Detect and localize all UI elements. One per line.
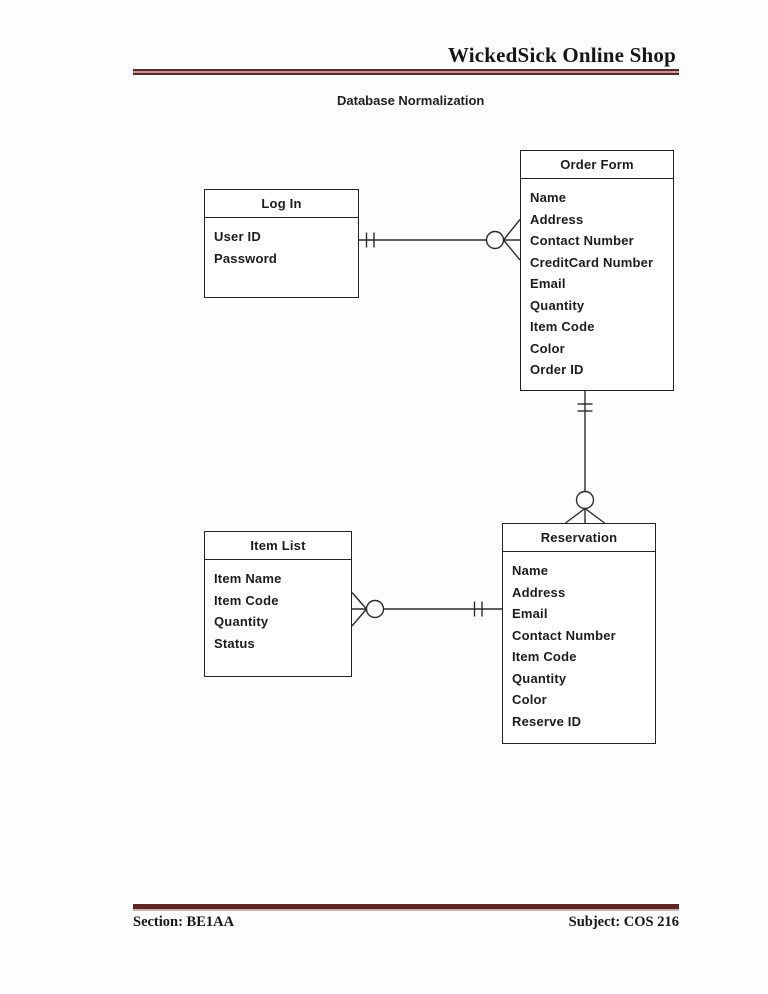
entity-attribute: Quantity <box>214 614 269 629</box>
diagram-title: Database Normalization <box>337 93 485 108</box>
entity-attribute: Color <box>512 692 547 707</box>
entity-attribute: Email <box>530 276 566 291</box>
page-header-title: WickedSick Online Shop <box>447 43 676 67</box>
page-footer: Section: BE1AA Subject: COS 216 <box>133 914 679 931</box>
entity-attribute: Email <box>512 606 548 621</box>
entity-attribute: Name <box>530 190 567 205</box>
entity-attribute: Item Name <box>214 571 282 586</box>
relationship-login-orderform <box>359 219 521 261</box>
entity-attribute: Address <box>530 211 584 227</box>
footer-divider-rule <box>133 904 679 911</box>
header-divider-rule <box>133 69 679 75</box>
relationship-orderform-reservation <box>565 391 605 524</box>
entity-attribute: Reserve ID <box>512 713 582 729</box>
zero-or-many-icon <box>351 592 385 627</box>
entity-attribute-list: User ID Password <box>205 218 358 269</box>
entity-title: Log In <box>205 190 358 218</box>
entity-attribute: User ID <box>214 229 261 244</box>
entity-attribute: Order ID <box>530 362 584 377</box>
entity-attribute: CreditCard Number <box>530 254 654 270</box>
entity-attribute: Contact Number <box>512 627 616 643</box>
entity-title: Order Form <box>521 151 673 179</box>
footer-section-label: Section: BE1AA <box>133 914 235 930</box>
zero-or-many-icon <box>485 219 521 261</box>
entity-attribute: Quantity <box>512 670 567 686</box>
one-and-only-one-icon <box>577 403 593 412</box>
entity-attribute: Color <box>530 340 565 356</box>
entity-login: Log In User ID Password <box>204 189 359 298</box>
entity-attribute: Address <box>512 584 566 600</box>
entity-attribute: Name <box>512 563 549 578</box>
entity-attribute: Password <box>214 250 278 266</box>
relationship-itemlist-reservation <box>351 592 502 627</box>
entity-attribute: Quantity <box>530 297 585 313</box>
entity-title: Reservation <box>503 524 655 552</box>
zero-or-many-icon <box>565 490 605 524</box>
entity-attribute: Item Code <box>530 319 595 334</box>
one-and-only-one-icon <box>473 601 483 617</box>
entity-attribute: Item Code <box>214 592 279 608</box>
entity-title: Item List <box>205 532 351 560</box>
one-and-only-one-icon <box>365 232 375 248</box>
entity-attribute: Contact Number <box>530 233 634 248</box>
entity-attribute: Status <box>214 635 255 651</box>
entity-attribute: Item Code <box>512 649 577 664</box>
footer-subject-label: Subject: COS 216 <box>568 914 679 930</box>
